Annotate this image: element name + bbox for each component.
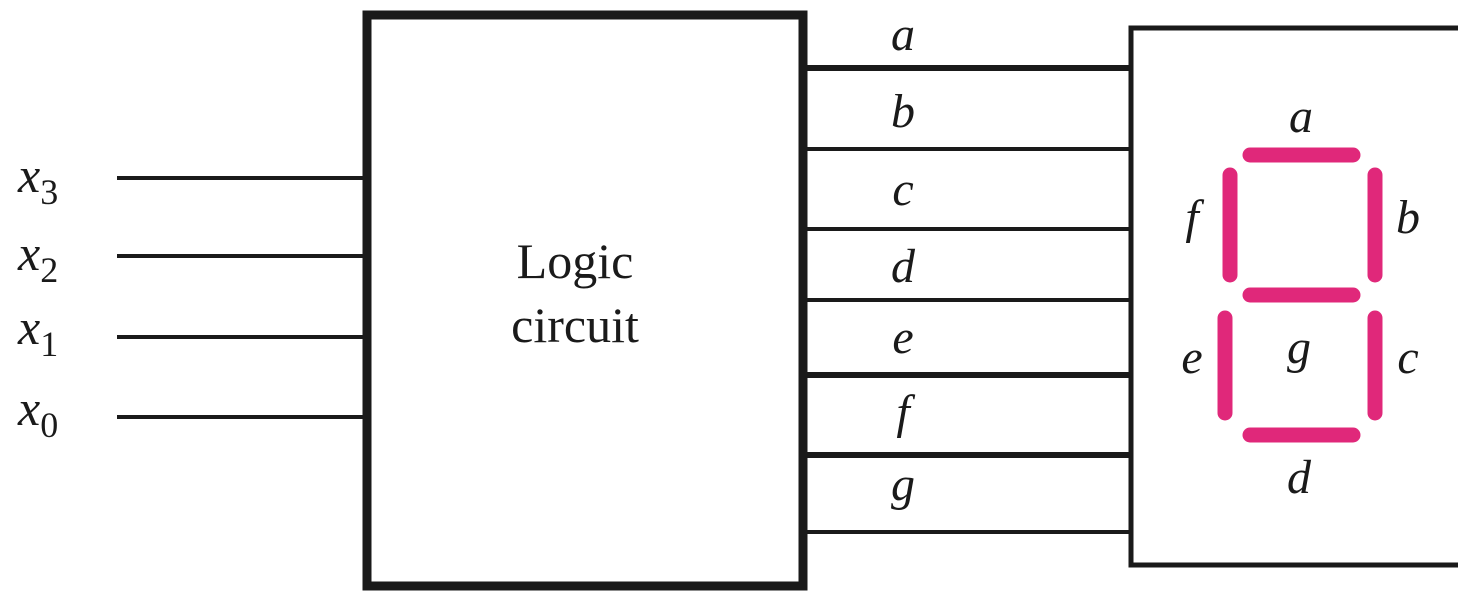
segment-label-e: e bbox=[1181, 331, 1202, 384]
input-labels: x3 x2 x1 x0 bbox=[17, 147, 58, 445]
output-label-g: g bbox=[891, 458, 915, 511]
segment-labels: a b c d e f g bbox=[1181, 90, 1420, 504]
output-label-c: c bbox=[892, 163, 913, 216]
logic-box-label-line1: Logic bbox=[517, 233, 634, 289]
input-label-x0: x0 bbox=[17, 380, 58, 445]
output-label-e: e bbox=[892, 311, 913, 364]
input-label-x3: x3 bbox=[17, 147, 58, 212]
display-segments bbox=[1217, 147, 1383, 443]
output-label-f: f bbox=[896, 386, 915, 439]
output-label-d: d bbox=[891, 240, 916, 293]
input-label-x2: x2 bbox=[17, 225, 58, 290]
segment-label-b: b bbox=[1396, 191, 1420, 244]
output-labels: a b c d e f g bbox=[891, 8, 916, 511]
output-label-b: b bbox=[891, 85, 915, 138]
segment-label-d: d bbox=[1287, 451, 1312, 504]
input-label-x1: x1 bbox=[17, 299, 58, 364]
logic-box-label-line2: circuit bbox=[511, 297, 639, 353]
logic-circuit-box bbox=[362, 10, 808, 591]
output-label-a: a bbox=[891, 8, 915, 61]
segment-label-a: a bbox=[1289, 90, 1313, 143]
segment-label-g: g bbox=[1287, 321, 1311, 374]
segment-label-c: c bbox=[1397, 331, 1418, 384]
output-lines bbox=[807, 65, 1131, 534]
input-lines bbox=[117, 176, 367, 419]
